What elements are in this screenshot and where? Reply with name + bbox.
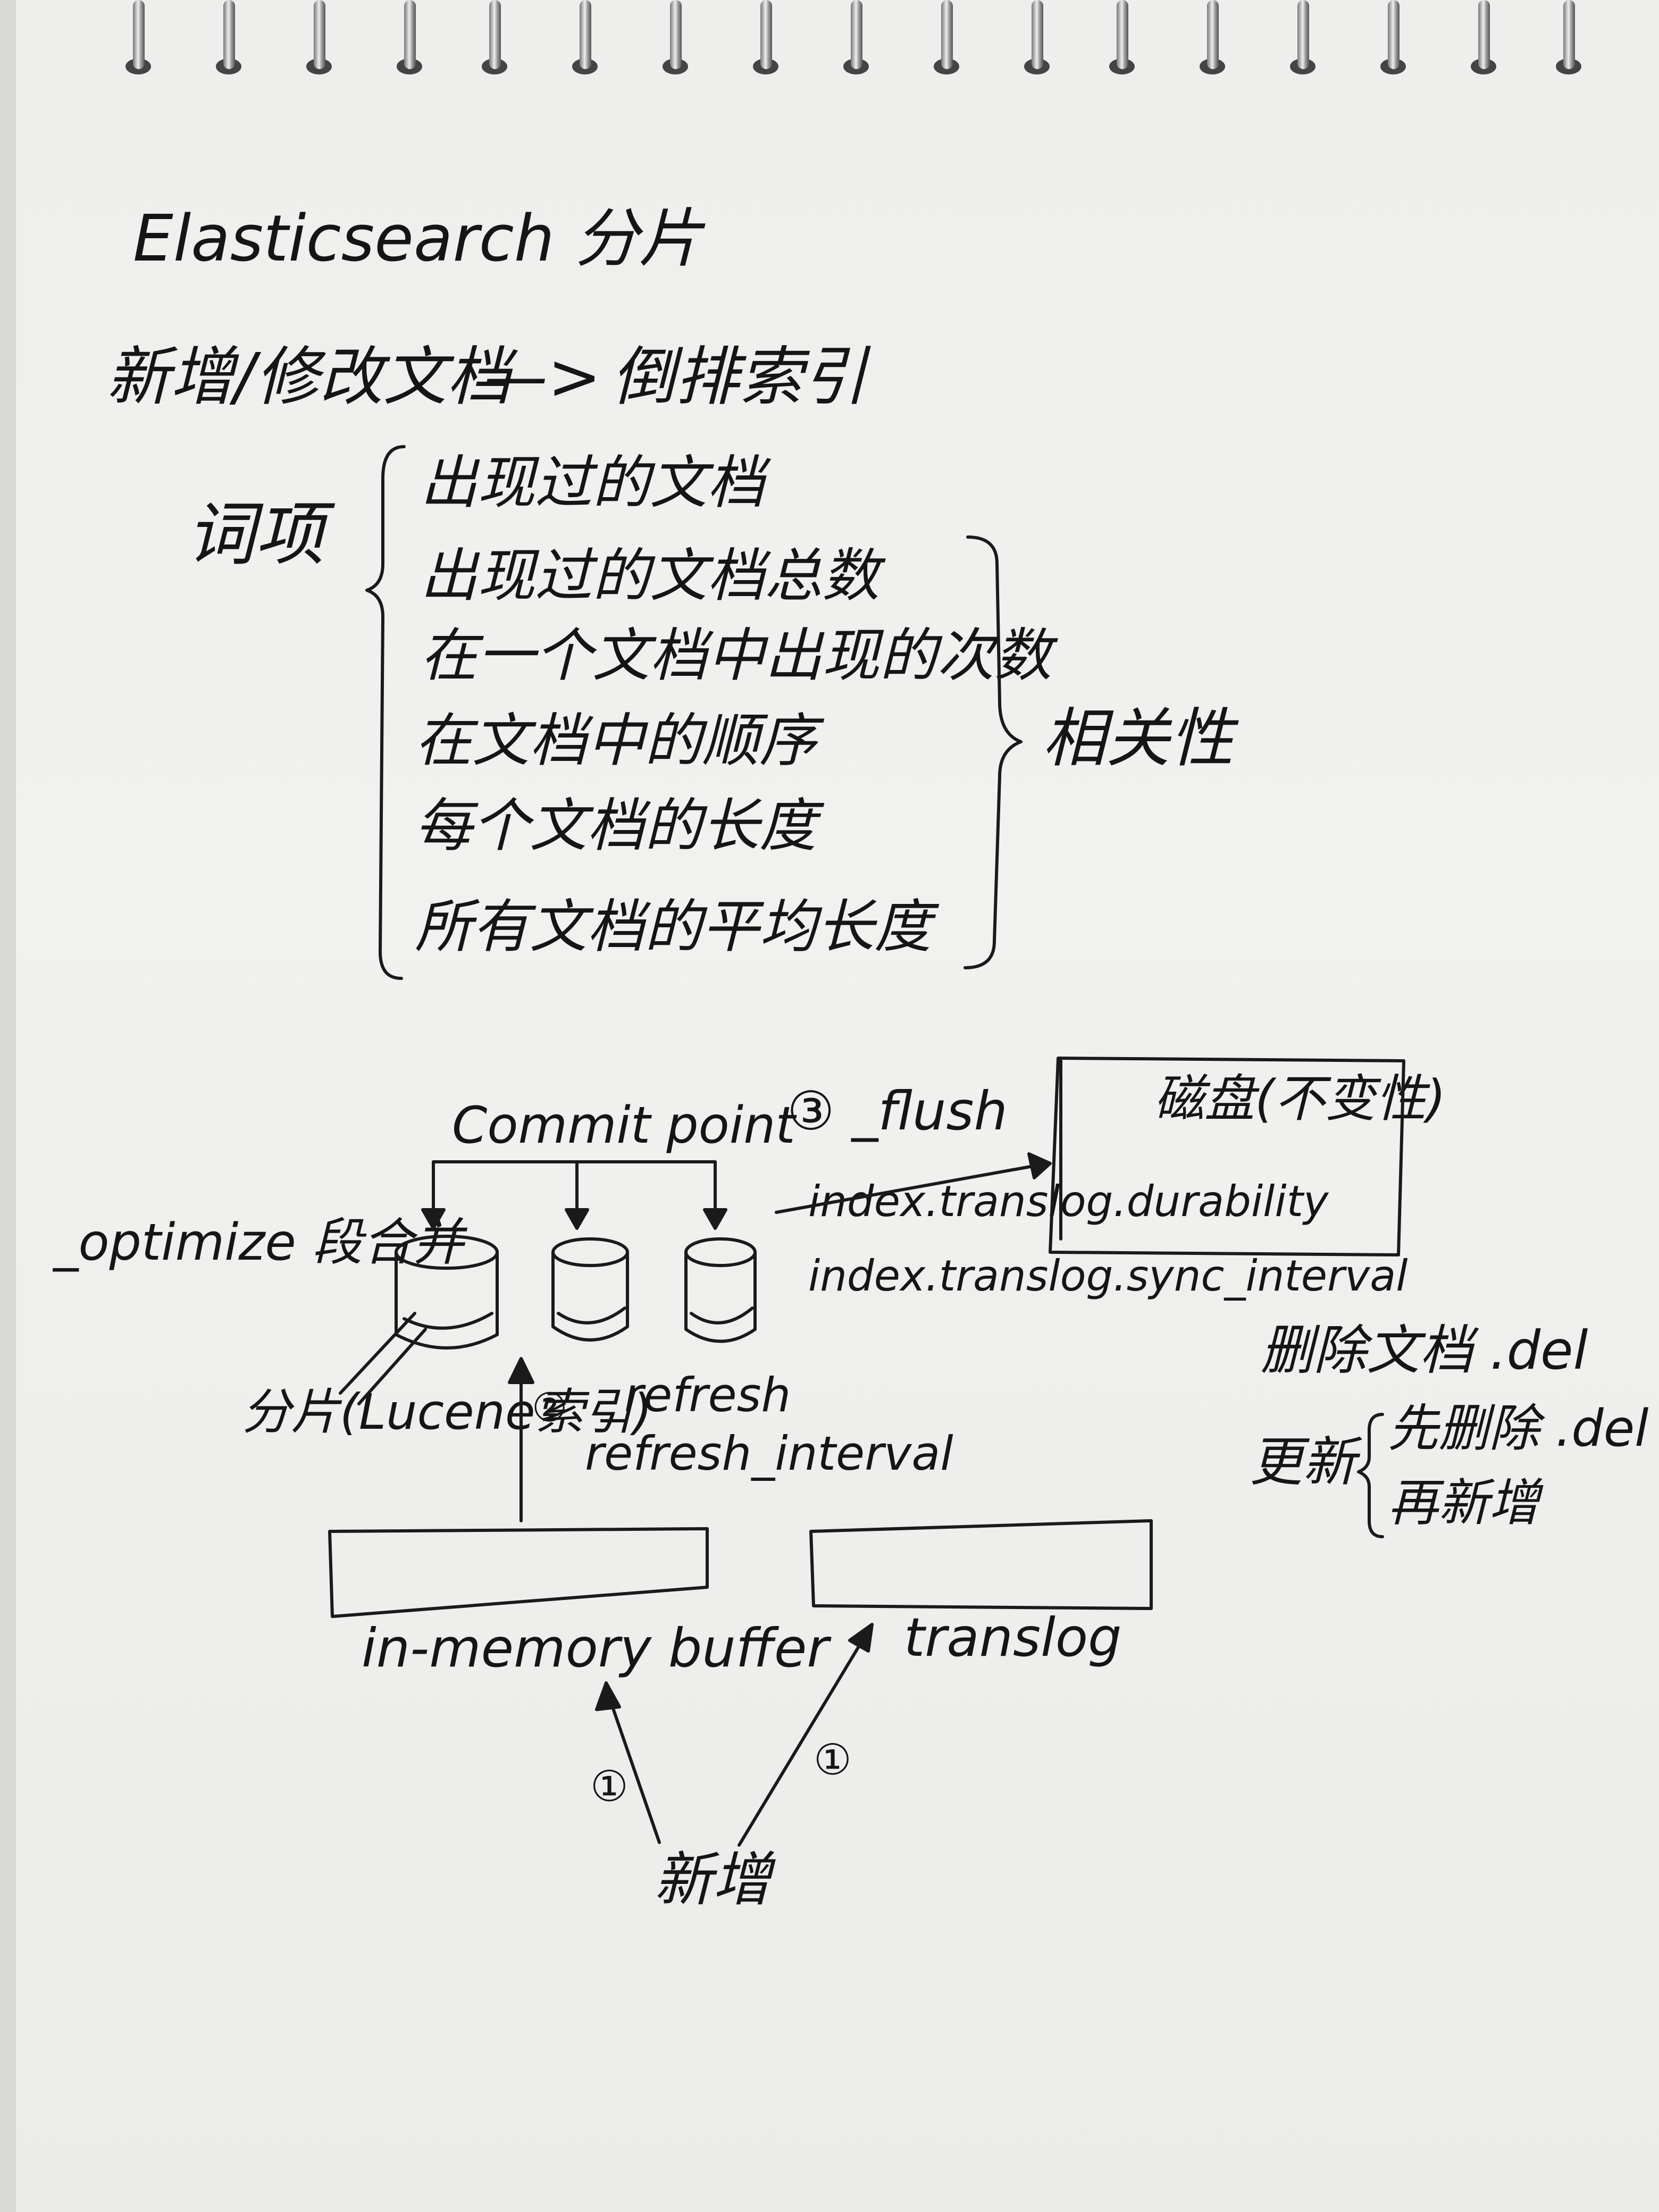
term-label: 词项 xyxy=(186,494,325,575)
add-to-buffer-arrow xyxy=(607,1695,661,1844)
spiral-ring xyxy=(659,0,691,80)
flush-label: ③ _flush xyxy=(787,1080,1008,1142)
top-line-right: 倒排索引 xyxy=(611,340,867,414)
top-line-left: 新增/修改文档 xyxy=(106,340,511,414)
relevance-label: 相关性 xyxy=(1042,702,1234,776)
term-brace xyxy=(365,445,406,980)
translog-box xyxy=(809,1519,1153,1610)
update-brace xyxy=(1357,1413,1384,1538)
term-item: 出现过的文档总数 xyxy=(420,543,880,609)
spiral-ring xyxy=(1468,0,1499,80)
refresh-arrowhead xyxy=(508,1357,534,1384)
translog-label: translog xyxy=(904,1606,1122,1669)
term-item: 在一个文档中出现的次数 xyxy=(420,623,1052,689)
commit-arrow-2 xyxy=(565,1208,589,1230)
spiral-ring xyxy=(1021,0,1053,80)
notebook-page xyxy=(16,0,1659,2212)
spiral-ring xyxy=(931,0,962,80)
commit-point-label: Commit point xyxy=(452,1096,795,1155)
commit-arrow-3 xyxy=(703,1208,727,1230)
spiral-ring xyxy=(393,0,425,80)
term-item: 出现过的文档 xyxy=(420,450,765,516)
add-to-buffer-arrowhead xyxy=(595,1681,621,1711)
add-label: 新增 xyxy=(654,1846,771,1914)
spiral-ring xyxy=(122,0,154,80)
refresh-step-number: ② xyxy=(532,1384,568,1431)
term-item: 所有文档的平均长度 xyxy=(415,894,932,960)
segment-cylinder-2 xyxy=(551,1237,629,1342)
segment-cylinder-3 xyxy=(684,1237,757,1343)
term-item: 每个文档的长度 xyxy=(415,793,817,859)
add-to-translog-arrow xyxy=(738,1636,866,1847)
refresh-label: _refresh xyxy=(601,1368,791,1422)
segment-cylinder-1 xyxy=(395,1235,499,1350)
disk-label: 磁盘(不变性) xyxy=(1154,1070,1446,1128)
update-step-add: 再新增 xyxy=(1388,1474,1540,1532)
spiral-ring xyxy=(840,0,872,80)
spiral-ring xyxy=(213,0,245,80)
relevance-brace xyxy=(963,535,1023,969)
delete-note: 删除文档 .del xyxy=(1260,1319,1588,1381)
spiral-ring xyxy=(1377,0,1409,80)
buffer-label: in-memory buffer xyxy=(362,1617,829,1679)
spiral-ring xyxy=(303,0,335,80)
durability-label: index.translog.durability xyxy=(808,1177,1329,1226)
shard-pointer xyxy=(339,1312,427,1405)
disk-box xyxy=(1049,1057,1405,1256)
top-line-arrow: —> xyxy=(484,340,601,414)
spiral-ring xyxy=(750,0,782,80)
spiral-ring xyxy=(1106,0,1138,80)
update-label: 更新 xyxy=(1250,1431,1356,1493)
refresh-interval-label: refresh_interval xyxy=(585,1426,953,1481)
commit-arrow-1 xyxy=(421,1208,446,1230)
spiral-ring xyxy=(1287,0,1319,80)
step-one-left: ① xyxy=(590,1762,629,1811)
spiral-ring xyxy=(569,0,601,80)
spiral-ring xyxy=(479,0,510,80)
update-step-delete: 先删除 .del xyxy=(1388,1400,1649,1458)
spiral-ring xyxy=(1196,0,1228,80)
shard-label: 分片(Lucene索引) xyxy=(242,1384,652,1440)
flush-arrow xyxy=(775,1163,1044,1214)
flush-arrowhead xyxy=(1027,1152,1052,1179)
add-to-translog-arrowhead xyxy=(848,1623,874,1653)
sync-interval-label: index.translog.sync_interval xyxy=(808,1251,1408,1301)
term-item: 在文档中的顺序 xyxy=(415,708,817,774)
page-title: Elasticsearch 分片 xyxy=(133,202,702,276)
step-one-right: ① xyxy=(814,1735,852,1784)
buffer-box xyxy=(328,1527,709,1618)
spiral-ring xyxy=(1553,0,1585,80)
